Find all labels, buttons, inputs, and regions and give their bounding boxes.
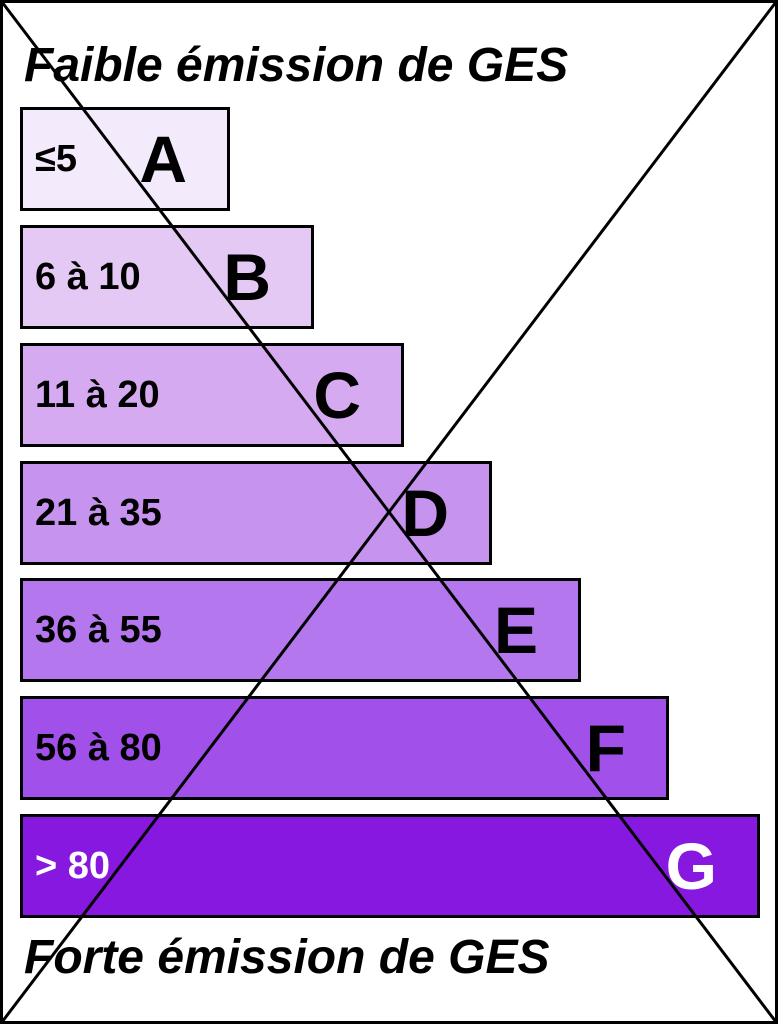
class-bar-a: ≤5 A xyxy=(20,107,230,211)
class-bar-c: 11 à 20 C xyxy=(20,343,404,447)
low-emission-heading: Faible émission de GES xyxy=(24,39,569,92)
class-letter-e: E xyxy=(493,593,538,667)
class-letter-g: G xyxy=(665,829,717,903)
class-range-a: ≤5 xyxy=(35,138,77,180)
class-range-c: 11 à 20 xyxy=(35,374,160,416)
class-bar-f: 56 à 80 F xyxy=(20,696,669,800)
class-bar-b: 6 à 10 B xyxy=(20,225,314,329)
class-range-g: > 80 xyxy=(35,845,111,887)
class-letter-c: C xyxy=(313,358,361,432)
class-bar-g: > 80 G xyxy=(20,814,760,918)
class-bar-d: 21 à 35 D xyxy=(20,461,492,565)
class-range-b: 6 à 10 xyxy=(35,256,141,298)
class-range-e: 36 à 55 xyxy=(35,609,162,651)
class-letter-f: F xyxy=(585,711,626,785)
class-bar-e: 36 à 55 E xyxy=(20,578,581,682)
class-range-d: 21 à 35 xyxy=(35,492,162,534)
high-emission-heading: Forte émission de GES xyxy=(24,931,550,984)
class-letter-a: A xyxy=(139,122,187,196)
class-letter-b: B xyxy=(223,240,271,314)
class-letter-d: D xyxy=(401,476,449,550)
class-range-f: 56 à 80 xyxy=(35,727,162,769)
